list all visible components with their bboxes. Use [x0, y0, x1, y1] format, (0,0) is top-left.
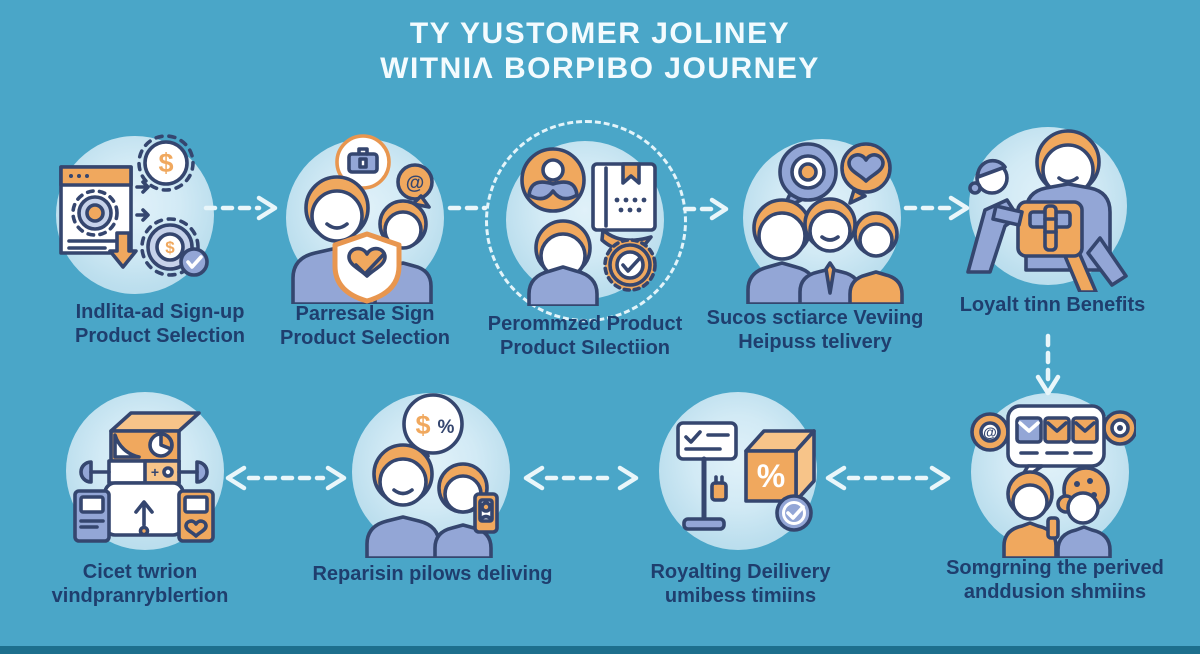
- label-step8: Royalting Deilivery umibess timiins: [618, 560, 863, 608]
- title-line-1: TY YUSTOMER JOLINEY: [409, 17, 791, 50]
- label-line: Somgrning the perived: [946, 557, 1164, 579]
- percent-glyph: %: [438, 417, 455, 438]
- percent-glyph: %: [757, 458, 785, 494]
- label-step2: Parresale Sign Product Selection: [245, 302, 485, 350]
- label-line: Product Selection: [279, 327, 451, 349]
- arrow-step2-to-step3: [447, 195, 489, 221]
- label-line: Indlita-ad Sign-up: [75, 301, 245, 323]
- step-loyalty-benefits: [966, 127, 1128, 292]
- label-step5: Loyalt tinn Benefits: [935, 293, 1170, 317]
- feedback-chat-icon: @: [970, 404, 1136, 558]
- dollar-glyph: $: [158, 148, 173, 178]
- step-signup-product-selection: $ $: [56, 134, 214, 294]
- vending-machine-icon: +: [73, 411, 215, 543]
- delivery-percent-box-icon: %: [676, 421, 816, 532]
- label-step6: Cicet twrion vindpranryblertion: [15, 560, 265, 608]
- label-line: Royalting Deilivery: [650, 561, 831, 583]
- step-success-service: [743, 139, 904, 304]
- dollar-glyph: $: [165, 238, 175, 257]
- plus-glyph: +: [151, 464, 159, 480]
- team-chat-icon: [746, 142, 904, 304]
- label-line: Loyalt tinn Benefits: [959, 294, 1146, 316]
- label-line: umibess timiins: [664, 585, 817, 607]
- arrow-step6-step7-double: [222, 465, 350, 491]
- arrow-step8-step9-double: [822, 465, 954, 491]
- step-presale-sign: @: [286, 134, 444, 304]
- label-step9: Somgrning the perived anddusion shmiins: [925, 556, 1185, 604]
- gift-handoff-icon: [966, 129, 1128, 292]
- label-line: Heipuss telivery: [738, 331, 892, 353]
- presale-people-shield-icon: @: [291, 134, 434, 304]
- label-line: Parresale Sign: [295, 303, 435, 325]
- bottom-edge-strip: [0, 646, 1200, 654]
- label-line: anddusion shmiins: [963, 581, 1147, 603]
- label-line: Product Sılectiion: [499, 337, 671, 359]
- price-talk-people-icon: $ %: [365, 393, 499, 558]
- label-line: Cicet twrion: [82, 561, 198, 583]
- label-step1: Indlita-ad Sign-up Product Selection: [25, 300, 295, 348]
- label-line: Reparisin pilows deliving: [312, 563, 553, 585]
- label-line: Perommzed Product: [487, 313, 683, 335]
- title-line-2: WITNIΛ BORPIBO JOURNEY: [380, 52, 820, 85]
- label-step7: Reparisin pilows deliving: [300, 562, 565, 586]
- arrow-step3-to-step4: [682, 196, 730, 222]
- personalized-product-icon: [520, 147, 657, 306]
- step-delivery-terms: %: [659, 392, 817, 550]
- label-line: Sucos sctiarce Veviing: [706, 307, 924, 329]
- label-line: vindpranryblertion: [51, 585, 229, 607]
- at-glyph: @: [983, 424, 997, 440]
- step-checkout-machine: +: [66, 392, 224, 550]
- step-personalized-product: [506, 141, 664, 306]
- signup-document-icon: $ $: [59, 134, 209, 277]
- arrow-step5-down-to-step9: [1035, 333, 1061, 403]
- arrow-step1-to-step2: [203, 195, 283, 221]
- label-step4: Sucos sctiarce Veviing Heipuss telivery: [690, 306, 940, 354]
- step-feedback-survey: @: [970, 393, 1136, 558]
- page-title: TY YUSTOMER JOLINEY WITNIΛ BORPIBO JOURN…: [170, 16, 1030, 86]
- dashed-highlight-ring: [485, 120, 687, 322]
- arrow-step4-to-step5: [903, 195, 973, 221]
- dollar-glyph: $: [415, 410, 430, 440]
- step-pricing-discussion: $ %: [352, 393, 510, 558]
- label-step3: Perommzed Product Product Sılectiion: [465, 312, 705, 360]
- at-glyph: @: [406, 173, 425, 194]
- arrow-step7-step8-double: [520, 465, 642, 491]
- label-line: Product Selection: [74, 325, 246, 347]
